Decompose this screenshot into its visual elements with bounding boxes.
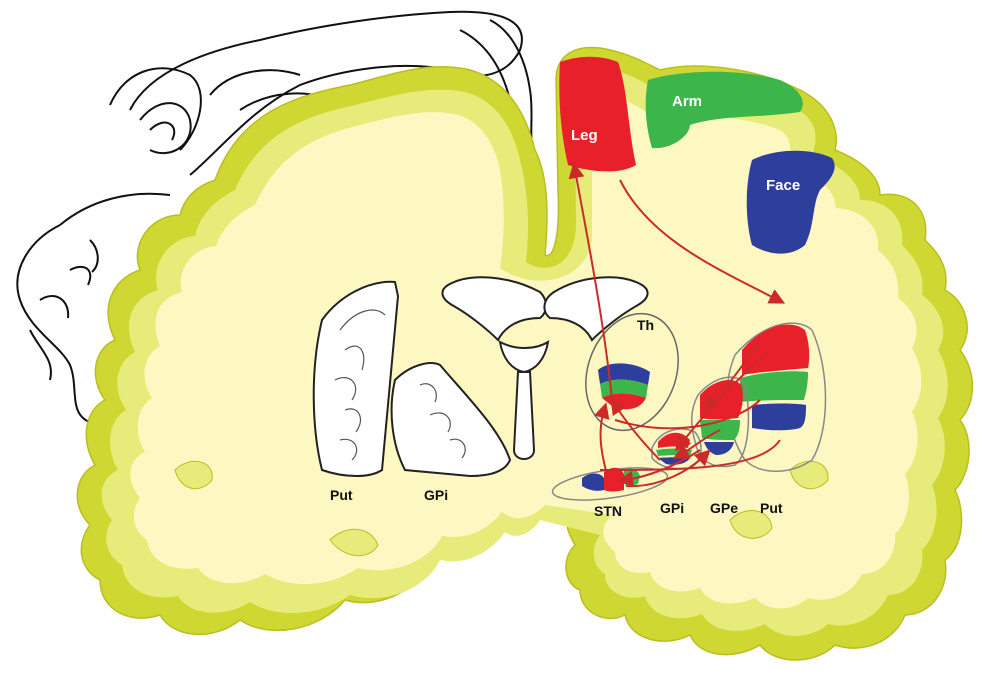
th-label: Th: [637, 317, 654, 333]
leg-label: Leg: [571, 127, 598, 144]
arm-label: Arm: [672, 93, 702, 110]
left-put-label: Put: [330, 487, 353, 503]
left-gpi-label: GPi: [424, 487, 448, 503]
stn-label: STN: [594, 503, 622, 519]
right-put-label: Put: [760, 500, 783, 516]
right-gpi-label: GPi: [660, 500, 684, 516]
right-gpe-label: GPe: [710, 500, 738, 516]
face-label: Face: [766, 177, 800, 194]
